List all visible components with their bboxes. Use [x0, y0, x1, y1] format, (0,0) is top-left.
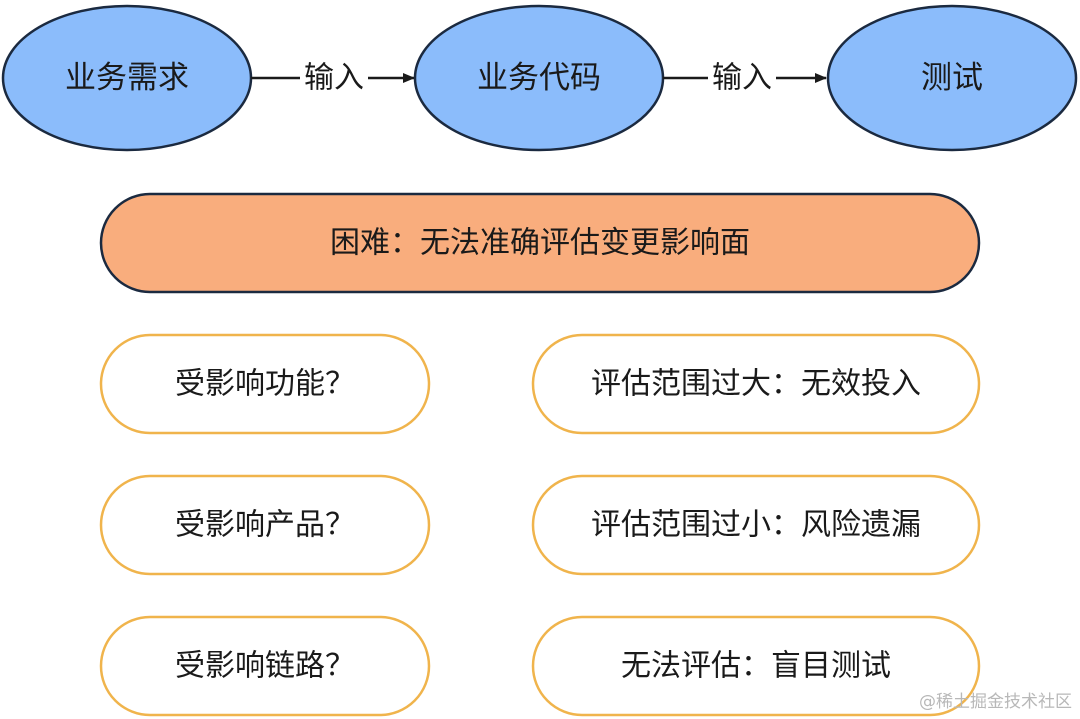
node-label: 业务需求	[65, 60, 189, 96]
question-label: 受影响产品？	[175, 508, 355, 543]
node-testing: 测试	[826, 4, 1078, 152]
node-business-code: 业务代码	[413, 4, 665, 152]
question-label: 受影响功能？	[175, 367, 355, 402]
node-label: 业务代码	[477, 60, 601, 96]
question-pill	[99, 615, 431, 717]
edge-input-2: 输入	[663, 61, 827, 96]
consequence-scope-too-large: 评估范围过大：无效投入	[531, 333, 981, 435]
consequence-label: 评估范围过小：风险遗漏	[591, 508, 921, 543]
question-label: 受影响链路？	[175, 649, 355, 684]
node-ellipse	[826, 4, 1078, 152]
difficulty-banner: 困难：无法准确评估变更影响面	[99, 192, 981, 294]
node-label: 测试	[921, 60, 983, 96]
flow-row: 业务需求 输入 业务代码 输入 测试	[1, 4, 1078, 152]
edge-label: 输入	[712, 61, 772, 96]
edge-input-1: 输入	[251, 61, 415, 96]
banner-shape	[99, 192, 981, 294]
consequences-column: 评估范围过大：无效投入 评估范围过小：风险遗漏 无法评估：盲目测试	[531, 333, 981, 717]
consequence-pill	[531, 474, 981, 576]
banner-label: 困难：无法准确评估变更影响面	[330, 226, 750, 261]
consequence-label: 评估范围过大：无效投入	[591, 367, 921, 402]
consequence-pill	[531, 615, 981, 717]
question-affected-links: 受影响链路？	[99, 615, 431, 717]
consequence-label: 无法评估：盲目测试	[621, 649, 891, 684]
question-pill	[99, 333, 431, 435]
question-affected-products: 受影响产品？	[99, 474, 431, 576]
edge-label: 输入	[304, 61, 364, 96]
node-business-requirement: 业务需求	[1, 4, 253, 152]
question-affected-functions: 受影响功能？	[99, 333, 431, 435]
watermark: @稀土掘金技术社区	[919, 692, 1072, 712]
questions-column: 受影响功能？ 受影响产品？ 受影响链路？	[99, 333, 431, 717]
question-pill	[99, 474, 431, 576]
consequence-cannot-evaluate: 无法评估：盲目测试	[531, 615, 981, 717]
consequence-scope-too-small: 评估范围过小：风险遗漏	[531, 474, 981, 576]
consequence-pill	[531, 333, 981, 435]
